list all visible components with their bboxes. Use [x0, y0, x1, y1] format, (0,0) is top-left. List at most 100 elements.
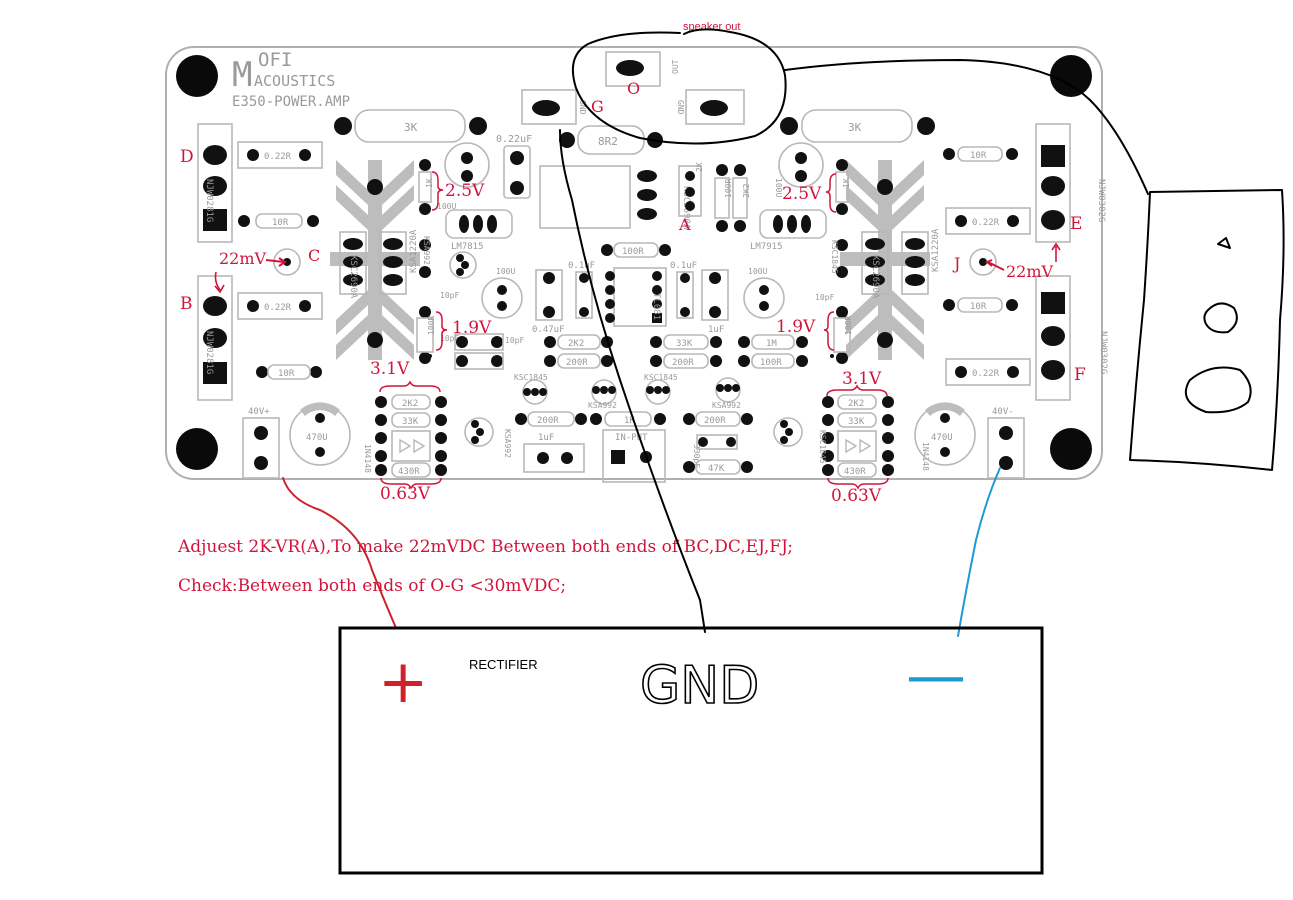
- svg-text:2K2: 2K2: [402, 399, 418, 409]
- transistor-njw-left-bottom: NJW0281G: [197, 275, 233, 401]
- svg-text:NJW0281G: NJW0281G: [204, 331, 214, 374]
- label-j: J: [952, 254, 960, 273]
- svg-text:33K: 33K: [402, 417, 419, 427]
- transistor-ksa992-center: KSA992: [588, 379, 617, 410]
- svg-text:100R: 100R: [622, 247, 644, 257]
- transistor-ksa992-left: [449, 251, 477, 279]
- mv-left: 22mV: [219, 249, 267, 268]
- cap-047uf: 0.47uF: [532, 269, 565, 335]
- relay-box: [539, 165, 631, 229]
- resistor-network-right: 2K2 33K 430R 1N4148: [822, 394, 930, 478]
- svg-text:10pF: 10pF: [815, 293, 834, 302]
- transistor-ksa1220a-right: KSA1220A: [901, 228, 941, 295]
- brand-sub: ACOUSTICS: [254, 72, 335, 90]
- label-d: D: [180, 147, 194, 167]
- svg-text:10pF: 10pF: [440, 291, 459, 300]
- svg-text:NJW0302G: NJW0302G: [1098, 331, 1108, 374]
- mounting-hole-br: [1050, 428, 1092, 470]
- transistor-ksa1220a-left: KSA1220A: [379, 229, 419, 295]
- cap-10pf-row1: [454, 333, 504, 351]
- instruction-line-1: Adjuest 2K-VR(A),To make 22mVDC Between …: [177, 537, 793, 557]
- v25-right: 2.5V: [782, 184, 822, 204]
- cap-1uf-right: 1uF: [701, 269, 729, 335]
- svg-text:3K: 3K: [404, 121, 418, 134]
- cap-100u-right: [778, 142, 824, 188]
- mounting-hole-tl: [176, 55, 218, 97]
- transistor-njw-left-top: NJW0281G: [197, 123, 233, 243]
- resistor-022r-br: 0.22R: [945, 358, 1031, 386]
- resistor-200r-bottom2: 200R: [683, 411, 753, 427]
- svg-text:1K: 1K: [425, 178, 434, 188]
- svg-text:100R: 100R: [760, 358, 782, 368]
- svg-text:200R: 200R: [704, 416, 726, 426]
- svg-text:2K2: 2K2: [742, 183, 751, 198]
- svg-text:470U: 470U: [306, 433, 328, 443]
- resistor-3k-right: 3K: [780, 109, 935, 143]
- cap-330pf: [696, 434, 738, 450]
- resistor-200r-bottom: 200R: [515, 411, 587, 427]
- v19-right: 1.9V: [776, 317, 816, 337]
- svg-text:33K: 33K: [848, 417, 865, 427]
- svg-text:10pF: 10pF: [440, 334, 459, 343]
- svg-text:430R: 430R: [398, 467, 420, 477]
- svg-text:KSC2690A: KSC2690A: [870, 255, 880, 299]
- v31-left: 3.1V: [370, 359, 410, 379]
- svg-text:NJW0302G: NJW0302G: [1096, 179, 1106, 222]
- v19-left: 1.9V: [452, 318, 492, 338]
- pcb-board: M OFI ACOUSTICS E350-POWER.AMP 3K 3K 0.2…: [165, 46, 1108, 483]
- svg-text:GND: GND: [676, 100, 685, 115]
- svg-text:200R: 200R: [566, 358, 588, 368]
- ground-wire: [559, 129, 706, 633]
- transistor-ksa992-right: KSA992: [712, 377, 741, 410]
- svg-text:1uF: 1uF: [538, 433, 554, 443]
- svg-text:100U: 100U: [496, 267, 515, 276]
- svg-text:KSC2690A: KSC2690A: [348, 255, 358, 299]
- svg-text:0.1uF: 0.1uF: [568, 261, 595, 271]
- resistor-3k-left: 3K: [334, 109, 487, 143]
- regulator-lm7815: LM7815: [445, 209, 513, 252]
- v25-left: 2.5V: [445, 181, 485, 201]
- svg-text:200R: 200R: [537, 416, 559, 426]
- svg-text:100U: 100U: [748, 267, 767, 276]
- cap-470u-right: 470U: [914, 402, 976, 466]
- v063-left: 0.63V: [380, 484, 431, 504]
- resistor-10r-bl: 10R: [256, 364, 322, 380]
- svg-text:KSA992: KSA992: [712, 401, 741, 410]
- svg-text:0.22R: 0.22R: [972, 369, 1000, 379]
- svg-text:1uF: 1uF: [708, 325, 724, 335]
- svg-text:40V-: 40V-: [992, 407, 1014, 417]
- cap-10pf-row2: [454, 352, 504, 370]
- svg-text:430R: 430R: [844, 467, 866, 477]
- resistor-10r-tr: 10R: [943, 146, 1018, 162]
- label-f: F: [1074, 365, 1086, 385]
- svg-text:0.1uF: 0.1uF: [670, 261, 697, 271]
- svg-text:2K: 2K: [695, 162, 704, 172]
- svg-text:100U: 100U: [437, 202, 456, 211]
- resistor-10r-l: 10R: [238, 213, 319, 229]
- cap-100u-mid-left: [481, 277, 523, 319]
- rectifier-plus: +: [378, 647, 428, 717]
- brand-initial: M: [232, 55, 252, 95]
- label-e: E: [1070, 214, 1082, 234]
- resistor-network-left: 2K2 33K 430R 1N4148: [363, 394, 447, 478]
- v063-right: 0.63V: [831, 486, 882, 506]
- heatsink-right: [840, 160, 930, 360]
- svg-text:0.22R: 0.22R: [972, 218, 1000, 228]
- svg-text:2K2: 2K2: [568, 339, 584, 349]
- test-point-c: [273, 248, 301, 276]
- svg-text:KSA1220A: KSA1220A: [409, 229, 419, 273]
- terminal-40v-positive: 40V+: [242, 407, 280, 479]
- svg-text:KSC1845: KSC1845: [818, 430, 827, 464]
- svg-text:NJW0281G: NJW0281G: [204, 179, 214, 222]
- speaker-drawing: [1129, 189, 1285, 471]
- svg-text:33K: 33K: [676, 339, 693, 349]
- regulator-lm7915: LM7915: [750, 209, 827, 252]
- svg-text:KSA992: KSA992: [422, 236, 431, 265]
- rectifier-title: RECTIFIER: [469, 657, 538, 672]
- svg-text:1N4148: 1N4148: [921, 442, 930, 471]
- cap-022uf-label: 0.22uF: [496, 134, 532, 145]
- resistor-100r-mid: 100R: [601, 242, 671, 258]
- svg-text:KSC1845: KSC1845: [644, 373, 678, 382]
- terminal-out: OUT: [605, 51, 680, 87]
